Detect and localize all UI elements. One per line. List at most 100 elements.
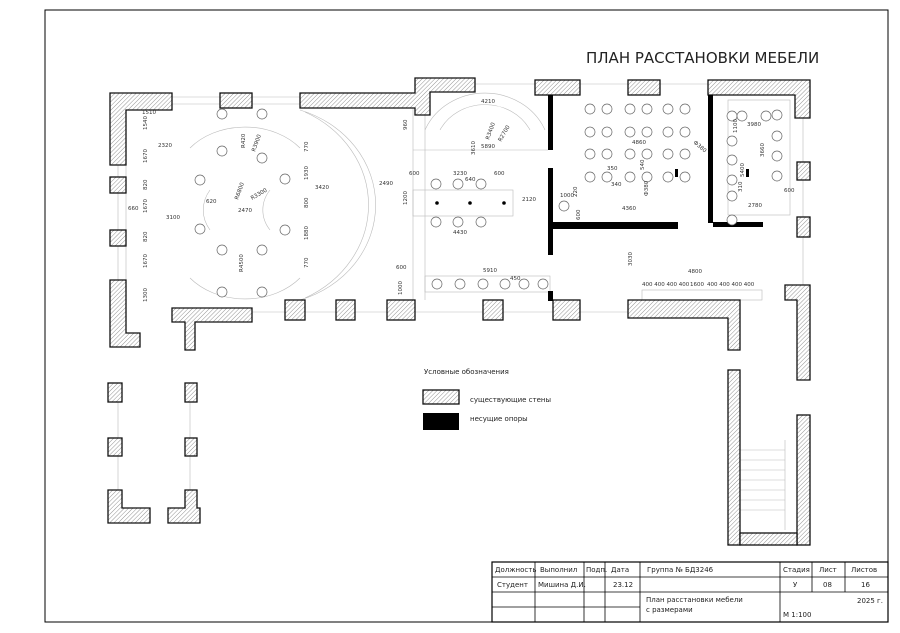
chair xyxy=(662,126,674,138)
legend-swatch-solid xyxy=(423,413,459,430)
dimension-label: 5890 xyxy=(481,144,495,150)
dimension-label: 3420 xyxy=(315,185,329,191)
chair xyxy=(558,200,570,212)
chair xyxy=(601,148,613,160)
chair xyxy=(537,278,549,290)
chair xyxy=(194,223,206,235)
chair xyxy=(624,148,636,160)
dimension-label: 4800 xyxy=(688,269,702,275)
dimension-label: 1930 xyxy=(304,166,310,180)
dimension-label: 800 xyxy=(304,197,310,208)
chair xyxy=(518,278,530,290)
dimension-label: 4360 xyxy=(622,206,636,212)
dimension-label: 3030 xyxy=(628,252,634,266)
dimension-label: 400 400 400 400 xyxy=(707,282,755,288)
dimension-label: 660 xyxy=(128,206,139,212)
chair xyxy=(726,174,738,186)
chair xyxy=(216,244,228,256)
tb-drawing-name-2: с размерами xyxy=(646,606,693,614)
dimension-label: 770 xyxy=(304,257,310,268)
dimension-label: 2780 xyxy=(748,203,762,209)
dimension-label: 1670 xyxy=(143,254,149,268)
chair xyxy=(256,152,268,164)
chair xyxy=(256,244,268,256)
dimension-label: 5910 xyxy=(483,268,497,274)
dimension-label: 1600 xyxy=(690,282,704,288)
dimension-label: 600 xyxy=(784,188,795,194)
dimension-label: 820 xyxy=(143,179,149,190)
tb-drawing-name-1: План расстановки мебели xyxy=(646,596,743,604)
dimension-label: 2470 xyxy=(238,208,252,214)
chair xyxy=(771,109,783,121)
drawing-title: ПЛАН РАССТАНОВКИ МЕБЕЛИ xyxy=(586,49,819,67)
chair xyxy=(679,148,691,160)
dimension-label: 450 xyxy=(510,276,521,282)
dimension-label: 220 xyxy=(573,186,579,197)
dimension-label: 1540 xyxy=(143,116,149,130)
chair xyxy=(662,148,674,160)
chair xyxy=(475,178,487,190)
chair xyxy=(216,108,228,120)
chair xyxy=(679,126,691,138)
chair xyxy=(584,103,596,115)
chair xyxy=(641,148,653,160)
chair xyxy=(662,103,674,115)
dimension-label: 1670 xyxy=(143,199,149,213)
dimension-label: 620 xyxy=(206,199,217,205)
chair xyxy=(256,286,268,298)
tb-header-sign: Подп. xyxy=(586,566,607,574)
dimension-label: R4500 xyxy=(239,254,245,272)
dimension-label: 600 xyxy=(576,209,582,220)
chair xyxy=(477,278,489,290)
tb-scale: М 1:100 xyxy=(783,611,811,619)
chair xyxy=(584,171,596,183)
dimension-label: 1880 xyxy=(304,226,310,240)
legend-label-walls: существующие стены xyxy=(470,396,551,404)
dimension-label: 640 xyxy=(465,177,476,183)
dimension-label: 340 xyxy=(611,182,622,188)
chair xyxy=(624,103,636,115)
dimension-label: R2700 xyxy=(498,124,512,143)
chair xyxy=(475,216,487,228)
dimension-label: 3230 xyxy=(453,171,467,177)
dimension-label: 2320 xyxy=(158,143,172,149)
dimension-label: Ф380 xyxy=(692,140,708,155)
chair xyxy=(641,171,653,183)
dimension-label: 350 xyxy=(607,166,618,172)
furniture-lines xyxy=(117,83,804,530)
chair xyxy=(584,126,596,138)
tb-sheets-header: Листов xyxy=(851,566,877,574)
chair xyxy=(641,103,653,115)
chair xyxy=(726,190,738,202)
chair xyxy=(452,216,464,228)
chair xyxy=(726,154,738,166)
chair xyxy=(624,126,636,138)
chair xyxy=(771,170,783,182)
dimension-label: 310 xyxy=(738,181,744,192)
dimension-label: 960 xyxy=(403,119,409,130)
tb-date: 23.12 xyxy=(613,581,633,589)
dimension-label: 1200 xyxy=(403,191,409,205)
dimension-label: 770 xyxy=(304,141,310,152)
tb-position: Студент xyxy=(497,581,528,589)
dimension-label: 1670 xyxy=(143,149,149,163)
dimension-label: 400 400 400 400 xyxy=(642,282,690,288)
tb-stage: У xyxy=(793,581,798,589)
legend-swatch-hatch xyxy=(422,389,460,405)
tb-header-author: Выполнил xyxy=(540,566,577,574)
tb-sheet: 08 xyxy=(823,581,832,589)
dimension-label: 820 xyxy=(143,231,149,242)
dimension-label: Ф380 xyxy=(644,180,650,196)
tb-sheets: 16 xyxy=(861,581,870,589)
chair xyxy=(256,108,268,120)
chair xyxy=(216,286,228,298)
sheet-frame xyxy=(44,9,889,623)
chair xyxy=(431,278,443,290)
chair xyxy=(771,150,783,162)
dimension-label: 1000 xyxy=(560,193,574,199)
chair xyxy=(499,278,511,290)
bearing-supports xyxy=(435,95,763,301)
dimension-label: 3980 xyxy=(747,122,761,128)
